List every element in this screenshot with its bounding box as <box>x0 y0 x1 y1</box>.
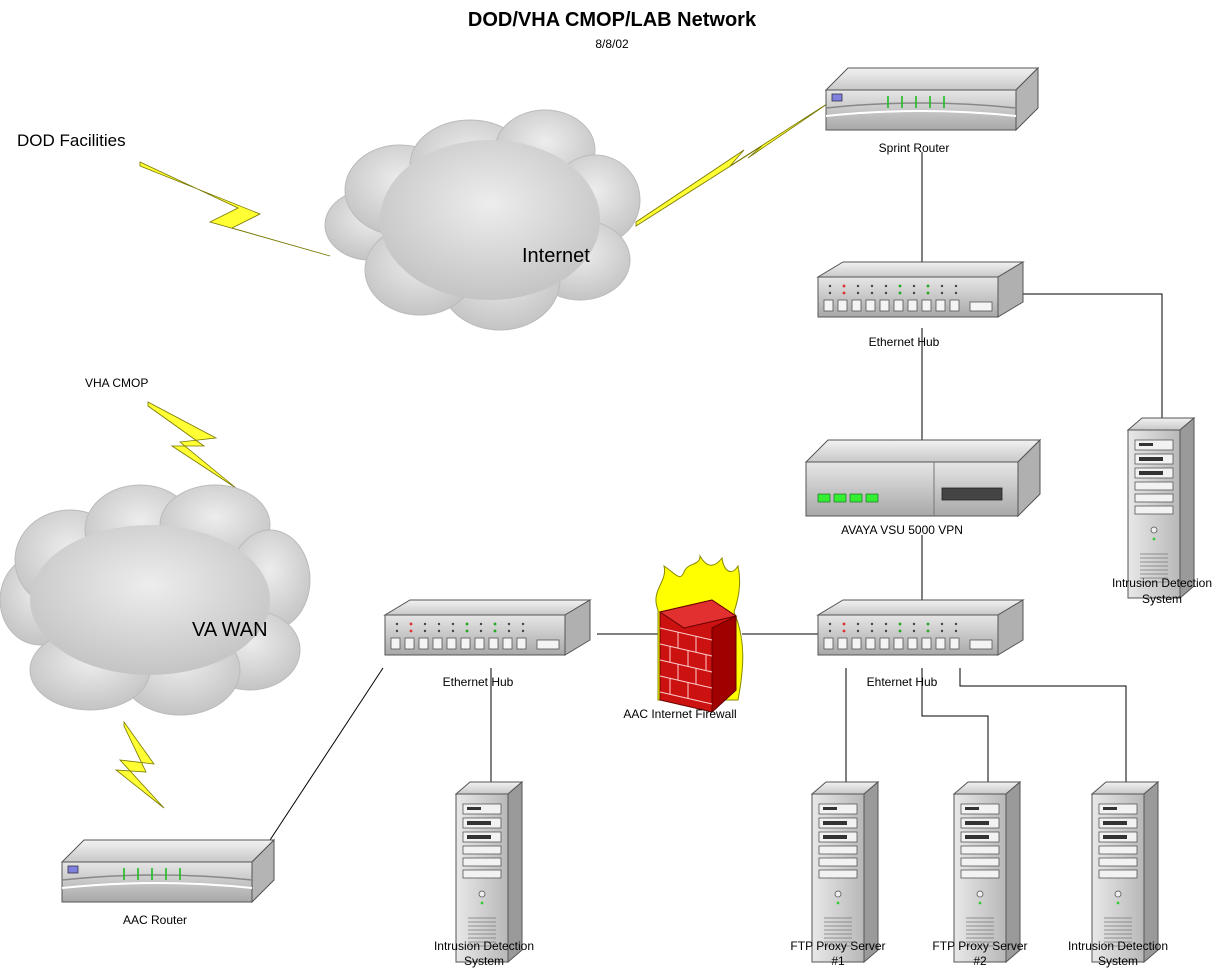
ethernet-hub-top-icon[interactable] <box>817 261 1024 318</box>
connection-lines <box>269 152 1163 841</box>
internet-label: Internet <box>522 245 590 267</box>
diagram-title: DOD/VHA CMOP/LAB Network <box>468 9 757 31</box>
ftp1-label-line2: #1 <box>831 954 845 968</box>
lightning-vha-to-vawan <box>147 401 237 489</box>
ethernet-hub-left-icon[interactable] <box>384 599 591 656</box>
ids-right-top-label-line2: System <box>1142 592 1182 606</box>
sprint-router-label: Sprint Router <box>879 141 950 155</box>
ids-server-right-top-icon[interactable] <box>1127 417 1195 599</box>
ids-right-top-label-line1: Intrusion Detection <box>1112 576 1212 590</box>
diagram-date: 8/8/02 <box>595 37 629 51</box>
sprint-router-icon[interactable] <box>825 67 1039 131</box>
vpn-label: AVAYA VSU 5000 VPN <box>841 523 963 537</box>
ehternet-hub-icon[interactable] <box>817 599 1024 656</box>
ftp1-label-line1: FTP Proxy Server <box>790 939 885 953</box>
lightning-links <box>114 101 831 809</box>
vha-cmop-label: VHA CMOP <box>85 376 148 390</box>
ethernet-hub-top-label: Ethernet Hub <box>869 335 940 349</box>
ids-server-right-bottom-icon[interactable] <box>1091 781 1159 963</box>
ids-left-label-line1: Intrusion Detection <box>434 939 534 953</box>
ids-right-bottom-label-line2: System <box>1098 954 1138 968</box>
ftp2-label-line1: FTP Proxy Server <box>932 939 1027 953</box>
ftp2-label-line2: #2 <box>973 954 987 968</box>
vpn-device-icon[interactable] <box>804 438 1042 518</box>
ftp-proxy-server-2-icon[interactable] <box>953 781 1021 963</box>
firewall-icon[interactable] <box>655 554 744 714</box>
ids-right-bottom-label-line1: Intrusion Detection <box>1068 939 1168 953</box>
ids-left-label-line2: System <box>464 954 504 968</box>
lightning-internet-to-sprint <box>635 101 831 227</box>
internet-cloud <box>324 109 641 331</box>
va-wan-label: VA WAN <box>192 619 268 641</box>
ids-server-left-icon[interactable] <box>455 781 523 963</box>
dod-facilities-label: DOD Facilities <box>17 131 126 150</box>
ehternet-hub-label: Ehternet Hub <box>867 675 938 689</box>
ftp-proxy-server-1-icon[interactable] <box>811 781 879 963</box>
firewall-label: AAC Internet Firewall <box>623 707 736 721</box>
va-wan-cloud <box>0 484 311 716</box>
ethernet-hub-left-label: Ethernet Hub <box>443 675 514 689</box>
aac-router-label: AAC Router <box>123 913 187 927</box>
aac-router-icon[interactable] <box>61 839 275 903</box>
lightning-dod-to-internet <box>139 161 331 257</box>
lightning-vawan-to-router <box>114 720 165 809</box>
